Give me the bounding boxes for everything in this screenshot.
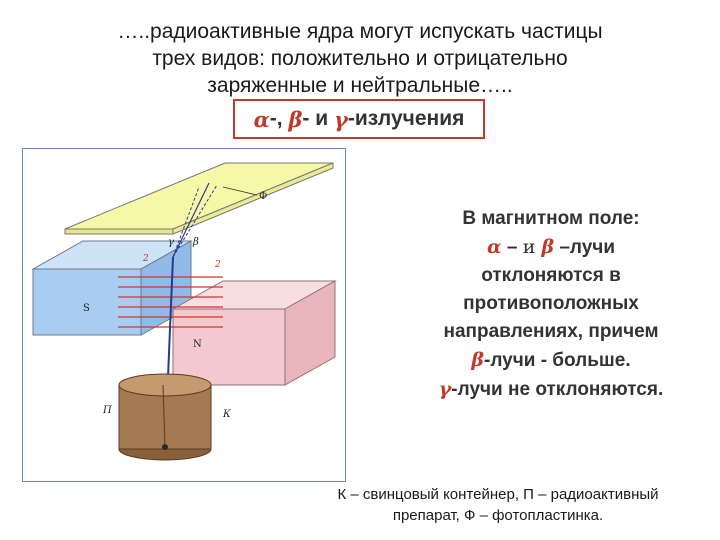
plate-pointer — [222, 186, 258, 196]
magnet-n-side — [284, 280, 336, 386]
gamma-ray — [172, 182, 210, 258]
explanation-line-2: α – и β –лучи — [392, 233, 710, 262]
explanation-line-6: β-лучи - больше. — [392, 346, 710, 375]
headline-line-2: трех видов: положительно и отрицательно — [152, 47, 568, 70]
label-container: К — [222, 409, 231, 420]
headline-line-3: заряженные и нейтральные….. — [207, 74, 513, 97]
magnet-n-front — [172, 308, 286, 386]
subtitle-rest: -излучения — [347, 107, 465, 130]
headline-line-1: …..радиоактивные ядра могут испускать ча… — [117, 20, 603, 43]
alpha-ray — [172, 184, 218, 258]
gamma-symbol: γ — [438, 378, 452, 400]
subtitle-sep-1: -, — [269, 107, 289, 130]
explanation-title: В магнитном поле: — [462, 208, 640, 229]
caption-line-2: препарат, Ф – фотопластинка. — [392, 507, 604, 524]
explanation-line-4: противоположных — [463, 293, 639, 314]
beta-symbol: β — [471, 349, 484, 371]
beta-symbol: β — [541, 236, 555, 258]
beta-symbol: β — [288, 106, 303, 132]
radioactive-source — [162, 444, 168, 450]
caption-line-1: К – свинцовый контейнер, П – радиоактивн… — [337, 486, 659, 503]
figure-illustration: Ф γ β 2 2 S N П К — [31, 162, 337, 461]
label-south: S — [83, 303, 90, 314]
label-beta: β — [192, 237, 199, 248]
magnetic-field-figure: Ф γ β 2 2 S N П К — [22, 148, 346, 482]
label-photoplate: Ф — [259, 191, 267, 202]
explanation-line-7: γ-лучи не отклоняются. — [392, 375, 710, 404]
subtitle-box: α-, β- и γ-излучения — [233, 99, 485, 139]
beta-ray — [172, 186, 200, 258]
explanation-line-6-rest: -лучи - больше. — [484, 350, 631, 371]
headline: …..радиоактивные ядра могут испускать ча… — [40, 18, 680, 99]
magnet-s-front — [32, 268, 142, 336]
gamma-symbol: γ — [333, 106, 348, 132]
explanation-line-5: направлениях, причем — [443, 321, 659, 342]
label-gamma: γ — [168, 237, 174, 248]
explanation-rays: –лучи — [554, 237, 616, 258]
subtitle-sep-2: - и — [302, 107, 334, 130]
alpha-symbol: α — [486, 236, 502, 258]
alpha-symbol: α — [253, 106, 270, 132]
label-preparation: П — [102, 405, 112, 416]
explanation-dash: – — [501, 237, 523, 258]
label-beta-line: 2 — [214, 260, 221, 270]
photo-plate-side — [172, 162, 334, 235]
explanation-line-7-rest: -лучи не отклоняются. — [451, 379, 664, 400]
explanation-line-3: отклоняются в — [481, 265, 621, 286]
label-north: N — [193, 339, 202, 350]
container-channel — [162, 384, 166, 448]
photo-plate-edge — [64, 228, 174, 235]
explanation-block: В магнитном поле: α – и β –лучи отклоняю… — [392, 205, 710, 404]
figure-caption: К – свинцовый контейнер, П – радиоактивн… — [282, 484, 714, 526]
container-top — [118, 373, 212, 397]
label-alpha-line: 2 — [142, 254, 149, 264]
explanation-and: и — [522, 236, 542, 258]
